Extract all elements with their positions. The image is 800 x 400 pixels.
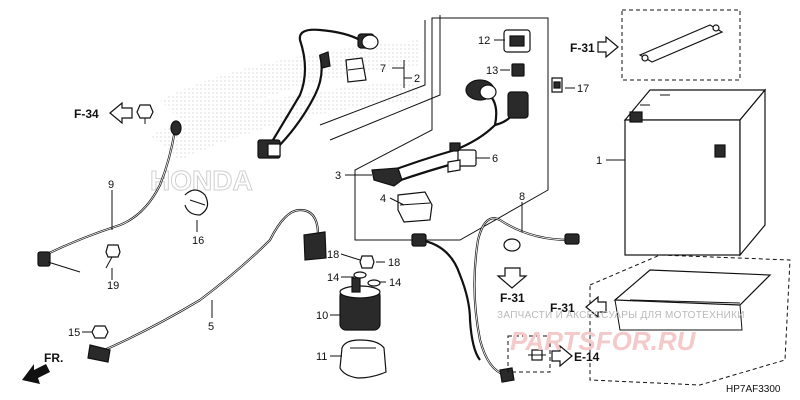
group-box-3 [354, 17, 549, 241]
ref-f34: F-34 [74, 107, 99, 121]
callout-12: 12 [478, 35, 490, 47]
callout-2: 2 [414, 73, 420, 85]
part-18-nut[interactable] [359, 255, 375, 269]
arrow-f31-mid[interactable] [496, 267, 528, 289]
callout-14b: 14 [389, 277, 401, 289]
part-2-wire-harness-sub[interactable] [257, 28, 379, 159]
callout-11: 11 [316, 351, 327, 363]
callout-18b: 18 [388, 257, 400, 269]
part-12-relay[interactable] [503, 29, 531, 53]
arrow-f34[interactable] [109, 101, 133, 125]
relay-wire[interactable] [411, 233, 481, 361]
part-10-starter-relay[interactable] [339, 277, 381, 331]
callout-13: 13 [486, 65, 498, 77]
part-7-cover[interactable] [345, 57, 367, 83]
arrow-e14[interactable] [551, 344, 573, 368]
battery-strap-box [621, 9, 741, 81]
part-1-battery[interactable] [623, 88, 767, 257]
part-16-clamp[interactable] [184, 189, 209, 216]
bolt-e14[interactable] [528, 349, 546, 361]
ref-fr: FR. [44, 351, 63, 365]
part-19-bolt[interactable] [105, 244, 121, 269]
callout-17: 17 [577, 83, 589, 95]
callout-3: 3 [335, 170, 341, 182]
callout-14a: 14 [327, 272, 339, 284]
part-15-nut[interactable] [91, 325, 109, 339]
callout-6: 6 [492, 153, 498, 165]
group-box-2 [319, 15, 441, 141]
arrow-fr [22, 364, 50, 384]
relay-connector[interactable] [465, 79, 529, 119]
battery-tray-box [589, 254, 791, 386]
watermark-brand: PARTSFOR.RU [510, 326, 697, 356]
ref-e14: E-14 [574, 350, 600, 364]
callout-16: 16 [192, 235, 204, 247]
callout-9: 9 [108, 179, 114, 191]
arrow-f31-right[interactable] [585, 295, 607, 319]
callout-19: 19 [107, 280, 119, 292]
part-14-washer[interactable] [353, 271, 381, 287]
arrow-f31-top[interactable] [597, 35, 619, 59]
part-6-fuse-holder[interactable] [447, 149, 477, 173]
callout-4: 4 [380, 193, 386, 205]
bolt-e14-box [507, 335, 551, 373]
callout-15: 15 [68, 327, 80, 339]
svg-text:HONDA: HONDA [150, 165, 253, 196]
ref-f31-right: F-31 [550, 301, 575, 315]
ref-f31-top: F-31 [570, 41, 595, 55]
part-11-relay-cover[interactable] [339, 339, 387, 379]
callout-8: 8 [519, 191, 525, 203]
callout-7: 7 [380, 63, 386, 75]
bolt-f34[interactable] [136, 104, 154, 124]
part-8-battery-cable[interactable] [473, 217, 580, 383]
battery-tray[interactable] [613, 269, 772, 331]
ref-f31-mid: F-31 [500, 291, 525, 305]
callout-labels: 1 2 3 4 5 6 7 8 9 10 11 12 13 14 14 15 1… [68, 35, 602, 363]
battery-strap[interactable] [638, 24, 724, 63]
watermark-text: ЗАПЧАСТИ И АКСЕССУАРЫ ДЛЯ МОТОТЕХНИКИ [497, 310, 745, 321]
part-4-cover[interactable] [397, 191, 433, 223]
part-3-sub-harness[interactable] [371, 91, 522, 187]
part-17-clip[interactable] [551, 77, 563, 93]
part-13-fuse[interactable] [511, 63, 525, 77]
diagram-code: HP7AF3300 [726, 384, 781, 395]
leader-lines [47, 39, 625, 357]
callout-1: 1 [596, 155, 602, 167]
callout-18a: 18 [327, 249, 339, 261]
callout-5: 5 [208, 321, 214, 333]
reference-labels: F-34 F-31 F-31 F-31 E-14 FR. [44, 41, 600, 365]
callout-10: 10 [316, 310, 328, 322]
part-5-starter-cable[interactable] [87, 208, 327, 363]
part-9-negative-cable[interactable] [37, 120, 182, 267]
